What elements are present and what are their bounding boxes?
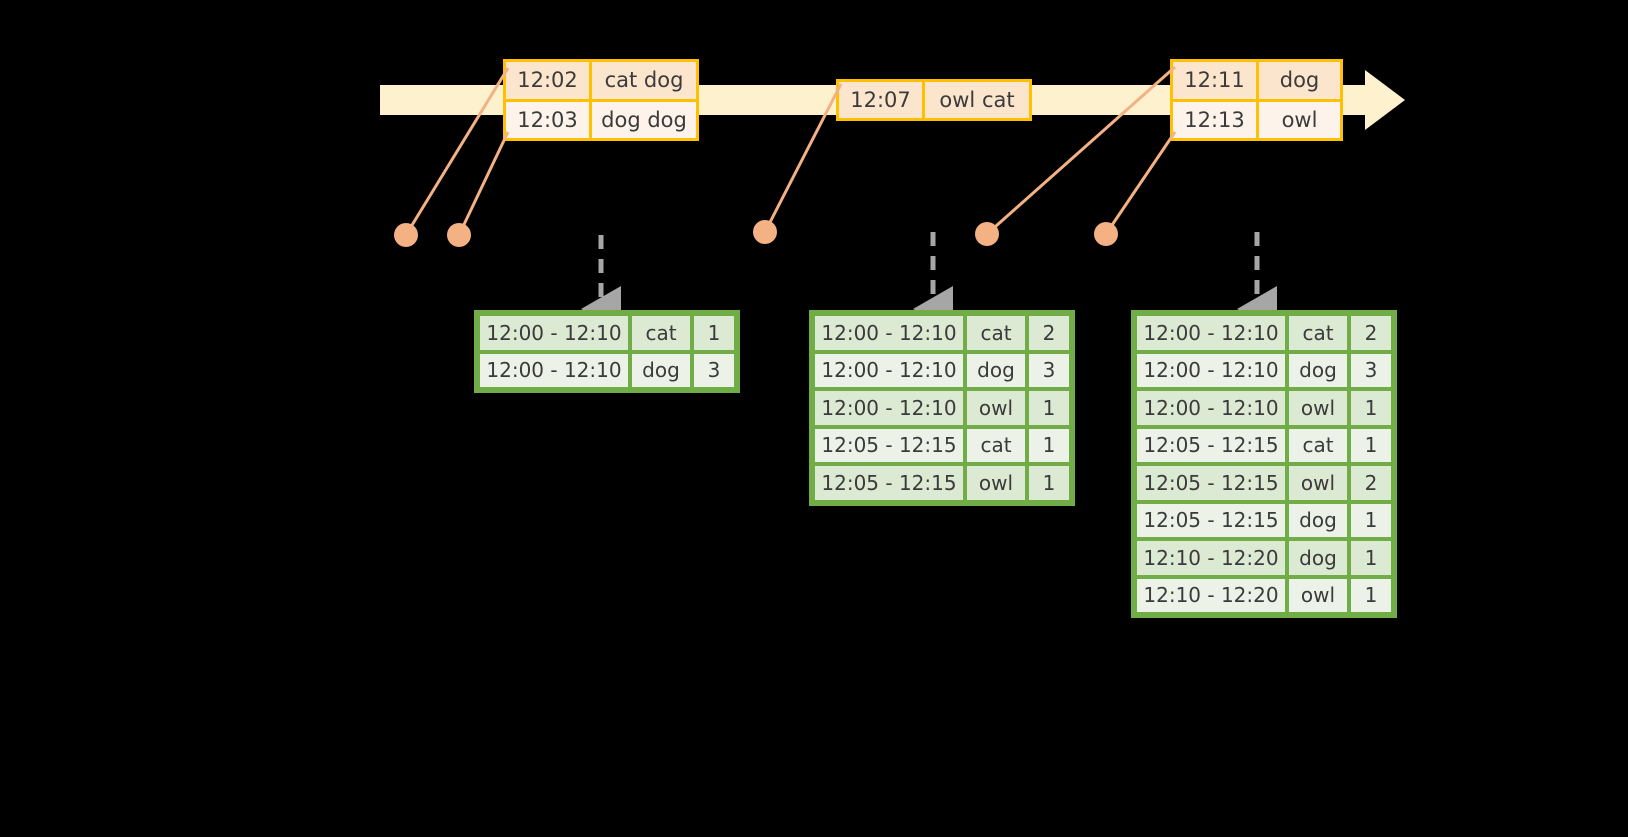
event-payload: dog: [1259, 62, 1340, 99]
event-row[interactable]: 12:11 dog: [1173, 62, 1340, 99]
cell-count: 1: [1027, 426, 1071, 464]
event-dot-5: [1094, 222, 1118, 246]
connector-line-5: [1104, 131, 1177, 235]
cell-count: 2: [1349, 314, 1393, 352]
event-row[interactable]: 12:02 cat dog: [506, 62, 696, 99]
event-group-2[interactable]: 12:07 owl cat: [836, 79, 1032, 121]
cell-count: 1: [1349, 576, 1393, 614]
cell-window: 12:05 - 12:15: [813, 426, 965, 464]
event-dot-3: [753, 220, 777, 244]
cell-window: 12:00 - 12:10: [1135, 314, 1287, 352]
event-row[interactable]: 12:03 dog dog: [506, 98, 696, 138]
cell-word: cat: [630, 314, 692, 352]
cell-word: owl: [1287, 389, 1349, 427]
cell-count: 2: [1027, 314, 1071, 352]
cell-word: owl: [965, 464, 1027, 502]
connector-line-2: [457, 131, 510, 236]
event-payload: owl: [1259, 101, 1340, 138]
cell-window: 12:05 - 12:15: [1135, 501, 1287, 539]
cell-count: 1: [1027, 464, 1071, 502]
cell-count: 1: [1349, 389, 1393, 427]
cell-window: 12:10 - 12:20: [1135, 576, 1287, 614]
cell-window: 12:00 - 12:10: [478, 314, 630, 352]
cell-word: cat: [965, 314, 1027, 352]
event-time: 12:07: [839, 82, 925, 118]
cell-word: dog: [965, 351, 1027, 389]
cell-word: owl: [1287, 464, 1349, 502]
cell-window: 12:00 - 12:10: [813, 351, 965, 389]
cell-count: 3: [1349, 351, 1393, 389]
event-payload: owl cat: [925, 82, 1029, 118]
event-dot-1: [394, 223, 418, 247]
event-dot-2: [447, 223, 471, 247]
cell-window: 12:05 - 12:15: [813, 464, 965, 502]
event-time: 12:13: [1173, 101, 1259, 138]
event-time: 12:11: [1173, 62, 1259, 99]
event-row[interactable]: 12:07 owl cat: [839, 82, 1029, 118]
event-group-1[interactable]: 12:02 cat dog 12:03 dog dog: [503, 59, 699, 141]
cell-window: 12:00 - 12:10: [1135, 389, 1287, 427]
event-row[interactable]: 12:13 owl: [1173, 98, 1340, 138]
cell-window: 12:05 - 12:15: [1135, 426, 1287, 464]
cell-window: 12:00 - 12:10: [813, 314, 965, 352]
cell-word: cat: [1287, 314, 1349, 352]
cell-word: cat: [1287, 426, 1349, 464]
cell-count: 1: [692, 314, 736, 352]
cell-count: 3: [692, 351, 736, 389]
cell-window: 12:00 - 12:10: [1135, 351, 1287, 389]
cell-word: dog: [630, 351, 692, 389]
cell-word: owl: [1287, 576, 1349, 614]
cell-window: 12:00 - 12:10: [478, 351, 630, 389]
event-dot-4: [975, 222, 999, 246]
event-time: 12:03: [506, 101, 592, 138]
cell-window: 12:10 - 12:20: [1135, 539, 1287, 577]
event-group-3[interactable]: 12:11 dog 12:13 owl: [1170, 59, 1343, 141]
cell-word: owl: [965, 389, 1027, 427]
event-payload: cat dog: [592, 62, 696, 99]
cell-count: 1: [1027, 389, 1071, 427]
cell-window: 12:05 - 12:15: [1135, 464, 1287, 502]
cell-count: 1: [1349, 501, 1393, 539]
cell-count: 3: [1027, 351, 1071, 389]
cell-count: 2: [1349, 464, 1393, 502]
cell-window: 12:00 - 12:10: [813, 389, 965, 427]
event-time: 12:02: [506, 62, 592, 99]
connector-dots: [394, 220, 1118, 247]
cell-count: 1: [1349, 539, 1393, 577]
cell-word: dog: [1287, 539, 1349, 577]
timeline-arrow-head: [1365, 70, 1405, 130]
cell-word: dog: [1287, 351, 1349, 389]
dashed-arrows: [581, 232, 1277, 333]
cell-word: dog: [1287, 501, 1349, 539]
cell-count: 1: [1349, 426, 1393, 464]
cell-word: cat: [965, 426, 1027, 464]
event-payload: dog dog: [592, 101, 696, 138]
